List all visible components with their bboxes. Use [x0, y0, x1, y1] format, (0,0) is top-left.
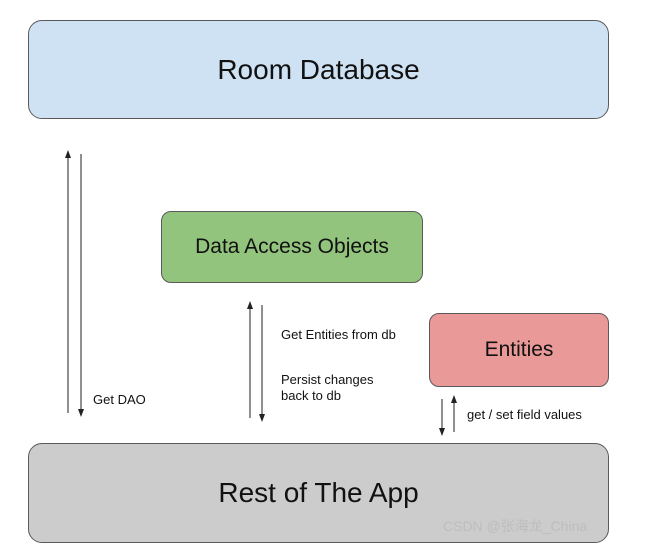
- data-access-objects-label: Data Access Objects: [195, 235, 389, 258]
- rest-of-app-label: Rest of The App: [218, 477, 419, 508]
- data-access-objects-box: Data Access Objects: [161, 211, 423, 283]
- entities-box: Entities: [429, 313, 609, 387]
- room-database-box: Room Database: [28, 20, 609, 119]
- room-database-label: Room Database: [217, 53, 420, 85]
- get-dao-label: Get DAO: [93, 392, 146, 407]
- watermark: CSDN @张海龙_China: [443, 518, 588, 534]
- get-entities-label: Get Entities from db: [281, 327, 396, 342]
- rest-of-app-box: Rest of The App: [28, 443, 609, 543]
- entities-label: Entities: [484, 338, 554, 361]
- get-set-field-values-label: get / set field values: [467, 407, 582, 422]
- back-to-db-label: back to db: [281, 388, 341, 403]
- persist-changes-label: Persist changes: [281, 372, 374, 387]
